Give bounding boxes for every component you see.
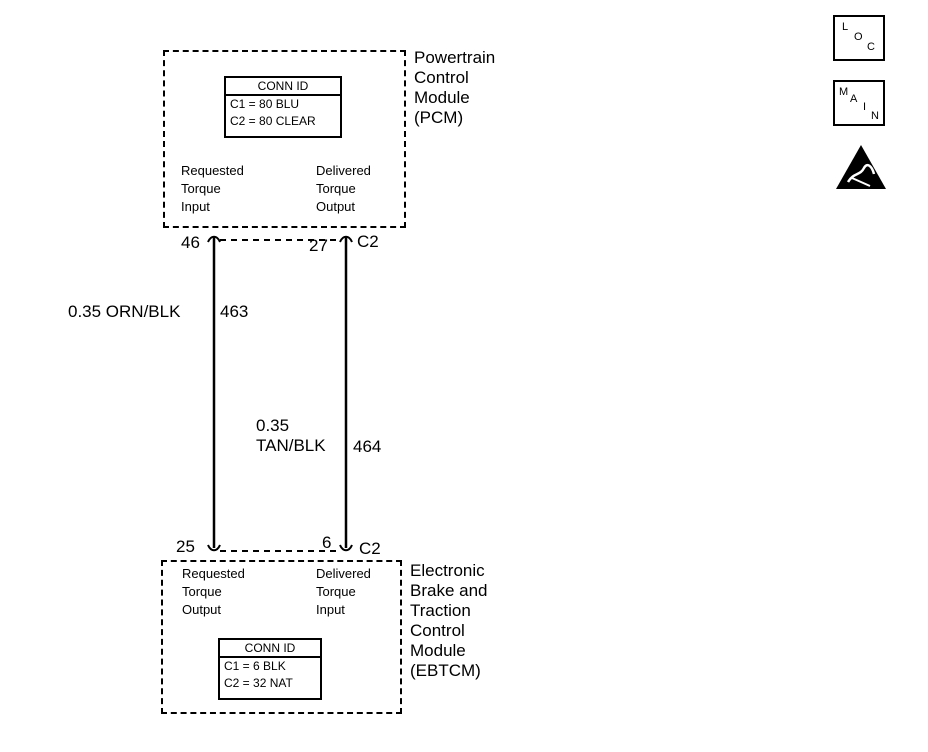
wire-464-gauge: 0.35: [256, 416, 290, 435]
pcm-module-outline: [163, 50, 406, 228]
wire-463-color: 0.35 ORN/BLK: [68, 302, 181, 321]
ebtcm-left-function: Requested Torque Output: [182, 566, 245, 617]
conn-id-header: CONN ID: [220, 640, 320, 658]
ebtcm-pin-6: 6: [322, 533, 332, 552]
conn-id-row: C1 = 6 BLK: [224, 659, 286, 673]
pcm-connector-outline: [207, 235, 353, 243]
pcm-left-function: Requested Torque Input: [181, 163, 244, 214]
pcm-connector-c2: C2: [357, 232, 379, 251]
pcm-right-function: Delivered Torque Output: [316, 163, 371, 214]
pcm-name-line: (PCM): [414, 108, 464, 127]
ebtcm-name: Electronic Brake and Traction Control Mo…: [410, 561, 488, 681]
pcm-pin-46: 46: [181, 233, 200, 252]
ebtcm-name-line: Electronic: [410, 561, 485, 580]
ebtcm-conn-id-table: CONN ID C1 = 6 BLK C2 = 32 NAT: [218, 638, 322, 700]
ebtcm-name-line: Control: [410, 621, 465, 640]
wire-464-color: TAN/BLK: [256, 436, 326, 455]
conn-id-row: C1 = 80 BLU: [230, 97, 300, 111]
ebtcm-module-outline: [161, 560, 402, 714]
conn-id-row: C2 = 32 NAT: [224, 676, 293, 690]
pcm-name-line: Module: [414, 88, 470, 107]
ebtcm-pin-25: 25: [176, 537, 195, 556]
ebtcm-right-function: Delivered Torque Input: [316, 566, 371, 617]
pcm-name-line: Control: [414, 68, 469, 87]
wire-464-circuit: 464: [353, 437, 382, 456]
ebtcm-name-line: Traction: [410, 601, 471, 620]
ebtcm-name-line: Brake and: [410, 581, 488, 600]
ebtcm-connector-outline: [207, 544, 353, 552]
ebtcm-connector-c2: C2: [359, 539, 381, 558]
ebtcm-name-line: (EBTCM): [410, 661, 481, 680]
conn-id-header: CONN ID: [226, 78, 340, 96]
loc-icon[interactable]: L O C: [833, 15, 885, 61]
esd-warning-icon[interactable]: [834, 142, 888, 192]
pcm-name: Powertrain Control Module (PCM): [414, 48, 495, 128]
conn-id-row: C2 = 80 CLEAR: [230, 114, 316, 128]
pcm-name-line: Powertrain: [414, 48, 496, 67]
wire-463-circuit: 463: [220, 302, 249, 321]
wire-464-label: 0.35 TAN/BLK: [256, 416, 326, 456]
ebtcm-name-line: Module: [410, 641, 466, 660]
main-icon[interactable]: M A I N: [833, 80, 885, 126]
pcm-conn-id-table: CONN ID C1 = 80 BLU C2 = 80 CLEAR: [224, 76, 342, 138]
